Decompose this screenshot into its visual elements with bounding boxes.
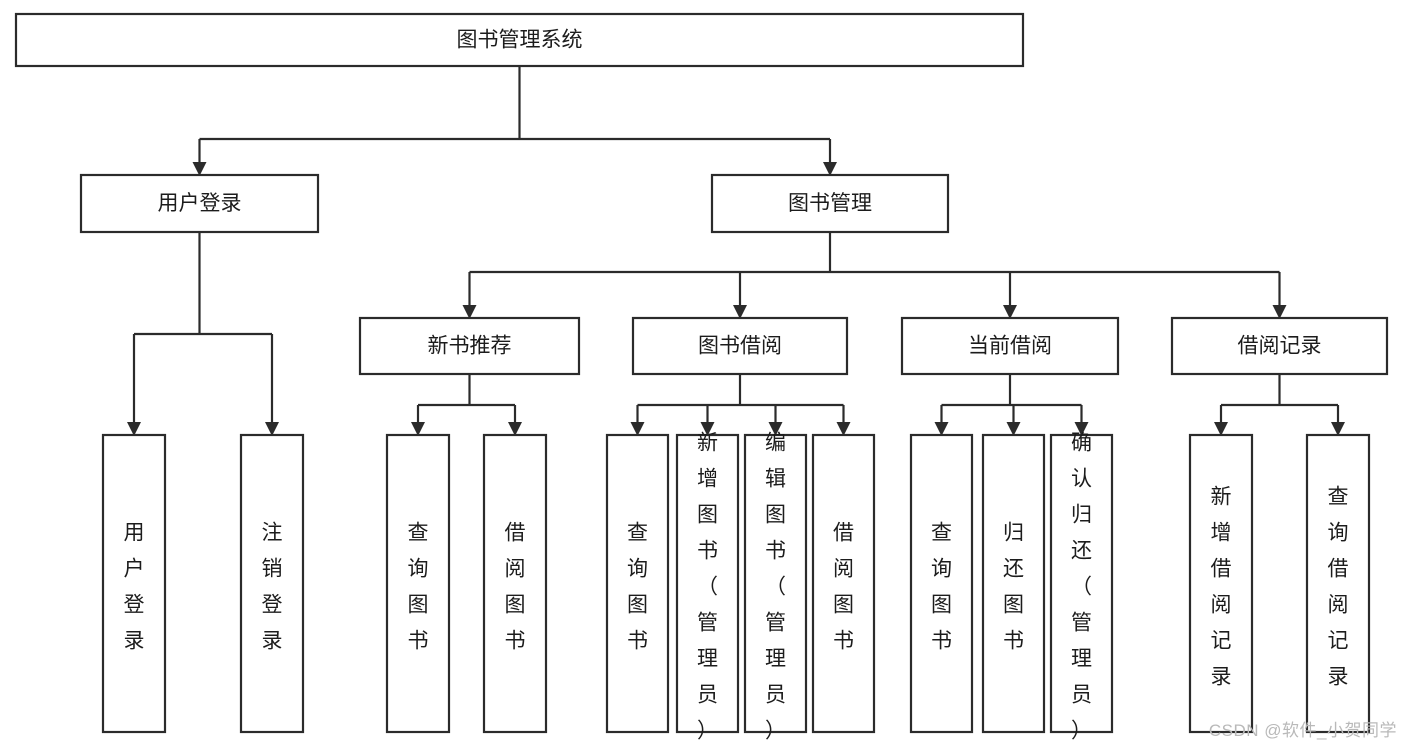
node-label: 查询借阅记录	[1328, 486, 1349, 689]
node-box-rect	[900, 316, 1120, 376]
node-box-rect	[710, 173, 950, 234]
node-box-rect	[79, 173, 320, 234]
node-label: 新增图书（管理员）	[697, 432, 718, 743]
conn-record-bus	[1214, 374, 1345, 436]
node-label: 编辑图书（管理员）	[765, 432, 786, 743]
node-boxes-group: 图书管理系统用户登录图书管理新书推荐图书借阅当前借阅借阅记录用户登录注销登录查询…	[14, 12, 1389, 743]
node-label: 注销登录	[262, 522, 283, 653]
node-leaf-borrow-book-2[interactable]: 借阅图书	[811, 433, 876, 734]
node-label: 确认归还（管理员）	[1071, 432, 1092, 743]
node-box-rect	[605, 433, 670, 734]
node-box-rect	[101, 433, 167, 734]
conn-bookmanage-bus	[462, 232, 1287, 319]
node-borrow-record[interactable]: 借阅记录	[1170, 316, 1389, 376]
node-leaf-user-logout[interactable]: 注销登录	[239, 433, 305, 734]
node-root[interactable]: 图书管理系统	[14, 12, 1025, 68]
node-user-login[interactable]: 用户登录	[79, 173, 320, 234]
node-label: 用户登录	[124, 522, 145, 653]
node-new-book-recommend[interactable]: 新书推荐	[358, 316, 581, 376]
node-leaf-add-record[interactable]: 新增借阅记录	[1188, 433, 1254, 734]
node-book-borrow[interactable]: 图书借阅	[631, 316, 849, 376]
node-box-rect	[1049, 433, 1114, 734]
node-label: 图书管理	[788, 192, 872, 215]
conn-currborrow-bus	[934, 374, 1089, 436]
node-box-rect	[239, 433, 305, 734]
node-box-rect	[909, 433, 974, 734]
node-box-rect	[811, 433, 876, 734]
node-leaf-user-login[interactable]: 用户登录	[101, 433, 167, 734]
node-label: 当前借阅	[968, 335, 1052, 358]
node-label: 借阅图书	[505, 522, 526, 653]
node-label: 查询图书	[408, 522, 429, 653]
connector-lines-group	[127, 66, 1345, 436]
node-box-rect	[1305, 433, 1371, 734]
node-label: 新增借阅记录	[1211, 486, 1232, 689]
node-book-manage[interactable]: 图书管理	[710, 173, 950, 234]
conn-root-bus	[192, 66, 837, 176]
node-leaf-query-record[interactable]: 查询借阅记录	[1305, 433, 1371, 734]
node-label: 图书管理系统	[457, 29, 583, 52]
node-leaf-edit-book[interactable]: 编辑图书（管理员）	[743, 432, 808, 743]
node-leaf-confirm-return[interactable]: 确认归还（管理员）	[1049, 432, 1114, 743]
conn-userlogin-bus	[127, 232, 279, 436]
node-leaf-query-book-3[interactable]: 查询图书	[909, 433, 974, 734]
node-box-rect	[1188, 433, 1254, 734]
node-leaf-query-book-2[interactable]: 查询图书	[605, 433, 670, 734]
watermark-text: CSDN @软件_小贺同学	[1208, 721, 1397, 740]
node-box-rect	[482, 433, 548, 734]
node-label: 查询图书	[627, 522, 648, 653]
node-box-rect	[14, 12, 1025, 68]
node-current-borrow[interactable]: 当前借阅	[900, 316, 1120, 376]
node-box-rect	[1170, 316, 1389, 376]
conn-bookborrow-bus	[630, 374, 851, 436]
node-label: 新书推荐	[428, 335, 512, 358]
node-leaf-borrow-book-1[interactable]: 借阅图书	[482, 433, 548, 734]
node-box-rect	[385, 433, 451, 734]
node-box-rect	[631, 316, 849, 376]
node-box-rect	[743, 433, 808, 734]
node-box-rect	[358, 316, 581, 376]
node-label: 用户登录	[158, 192, 242, 215]
node-box-rect	[981, 433, 1046, 734]
node-label: 借阅图书	[833, 522, 854, 653]
node-label: 查询图书	[931, 522, 952, 653]
node-leaf-query-book-1[interactable]: 查询图书	[385, 433, 451, 734]
node-box-rect	[675, 433, 740, 734]
node-label: 归还图书	[1003, 522, 1024, 653]
node-label: 图书借阅	[698, 335, 782, 358]
node-leaf-return-book[interactable]: 归还图书	[981, 433, 1046, 734]
node-label: 借阅记录	[1238, 335, 1322, 358]
node-leaf-add-book[interactable]: 新增图书（管理员）	[675, 432, 740, 743]
conn-newbook-bus	[411, 374, 522, 436]
